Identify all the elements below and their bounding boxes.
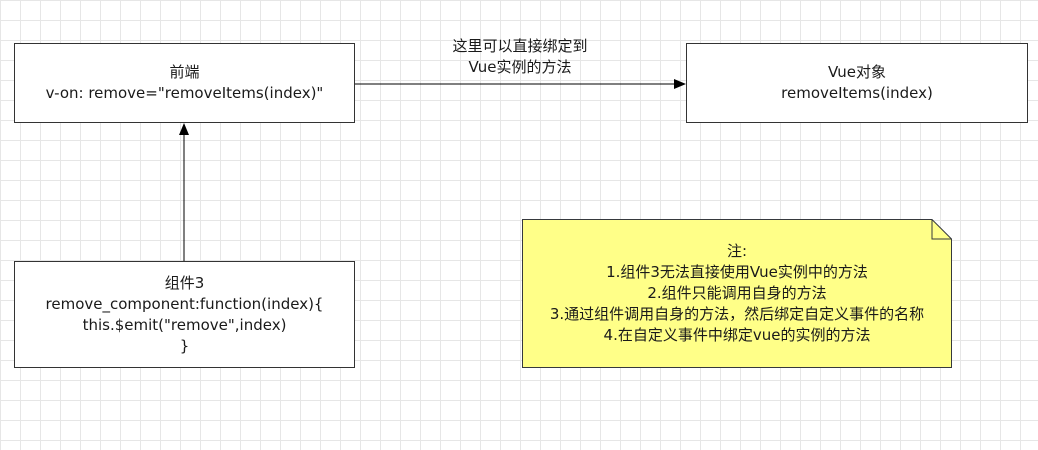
note-heading: 注: — [726, 242, 748, 260]
note-line-1: 1.组件3无法直接使用Vue实例中的方法 — [606, 263, 868, 281]
component-node-line-1: remove_component:function(index){ — [45, 294, 324, 313]
note-line-4: 4.在自定义事件中绑定vue的实例的方法 — [603, 326, 871, 344]
note-text: 注: 1.组件3无法直接使用Vue实例中的方法 2.组件只能调用自身的方法 3.… — [522, 219, 952, 368]
vue-object-node-title: Vue对象 — [828, 63, 886, 81]
edge-label-line-2: Vue实例的方法 — [468, 58, 572, 76]
note-line-2: 2.组件只能调用自身的方法 — [647, 284, 827, 302]
note-line-3: 3.通过组件调用自身的方法，然后绑定自定义事件的名称 — [549, 305, 925, 323]
component-node-line-2: this.$emit("remove",index) — [82, 315, 287, 334]
frontend-node[interactable]: 前端 v-on: remove="removeItems(index)" — [14, 43, 355, 123]
component-node-line-3: } — [179, 336, 190, 355]
component-node[interactable]: 组件3 remove_component:function(index){ th… — [14, 261, 355, 368]
note-shape[interactable]: 注: 1.组件3无法直接使用Vue实例中的方法 2.组件只能调用自身的方法 3.… — [522, 219, 952, 368]
edge-label: 这里可以直接绑定到 Vue实例的方法 — [420, 36, 620, 78]
note-fold-corner — [931, 219, 952, 240]
edge-label-line-1: 这里可以直接绑定到 — [452, 37, 588, 55]
vue-object-node[interactable]: Vue对象 removeItems(index) — [686, 43, 1028, 123]
component-node-title: 组件3 — [164, 273, 205, 292]
vue-object-node-method: removeItems(index) — [781, 84, 933, 102]
note-body — [522, 219, 952, 368]
frontend-node-code: v-on: remove="removeItems(index)" — [45, 84, 324, 102]
frontend-node-title: 前端 — [169, 63, 200, 81]
note-shape-outline — [522, 219, 952, 368]
